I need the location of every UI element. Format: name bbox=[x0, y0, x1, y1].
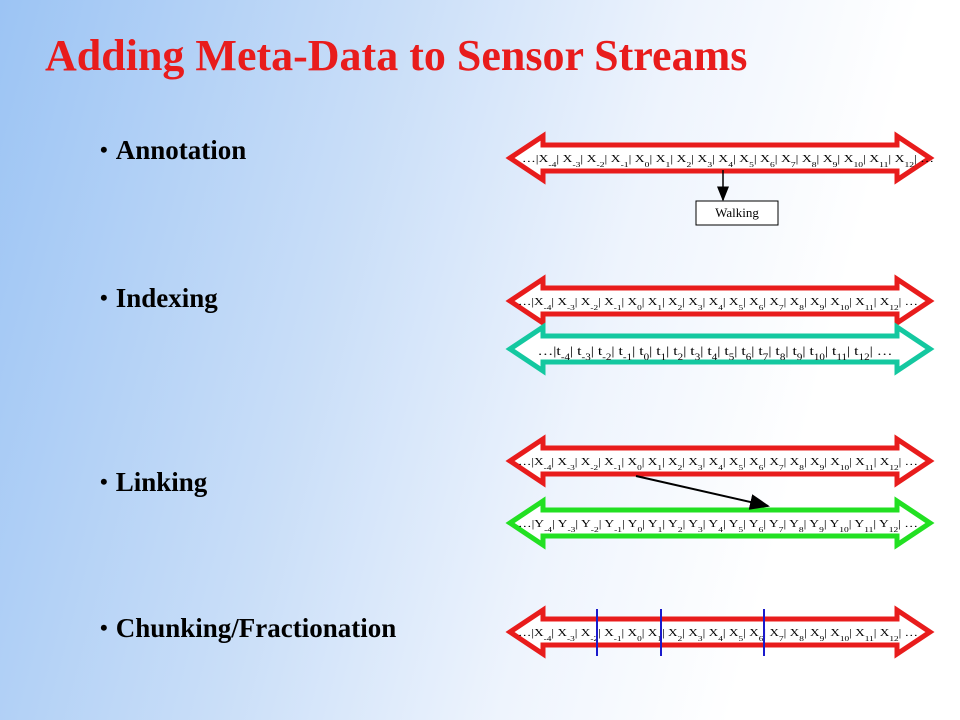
stream-arrow-y bbox=[505, 496, 935, 550]
annotation-tag: Walking bbox=[715, 205, 759, 220]
stream-arrow-x bbox=[505, 434, 935, 488]
stream-cells-text: …|t-4| t-3| t-2| t-1| t0| t1| t2| t3| t4… bbox=[538, 343, 893, 362]
stream-arrow-x bbox=[505, 274, 935, 328]
bullet-linking: • Linking bbox=[100, 467, 207, 498]
bullet-chunking: • Chunking/Fractionation bbox=[100, 613, 396, 644]
bullet-dot-icon: • bbox=[100, 137, 108, 162]
stream-cells: …|t-4| t-3| t-2| t-1| t0| t1| t2| t3| t4… bbox=[538, 343, 893, 362]
slide-title: Adding Meta-Data to Sensor Streams bbox=[45, 31, 748, 80]
bullet-label: Chunking/Fractionation bbox=[115, 613, 397, 643]
bullet-annotation: • Annotation bbox=[100, 135, 246, 166]
bullet-dot-icon: • bbox=[100, 615, 108, 640]
bullet-label: Linking bbox=[115, 467, 208, 497]
bullet-label: Annotation bbox=[115, 135, 247, 165]
stream-arrow-x bbox=[505, 605, 935, 659]
bullet-indexing: • Indexing bbox=[100, 283, 218, 314]
bullet-dot-icon: • bbox=[100, 469, 108, 494]
annotation-tag-box bbox=[695, 200, 779, 226]
stream-arrow-x bbox=[505, 131, 935, 185]
bullet-label: Indexing bbox=[115, 283, 218, 313]
bullet-dot-icon: • bbox=[100, 285, 108, 310]
stream-arrow-t bbox=[505, 322, 935, 376]
link-arrow bbox=[635, 475, 770, 510]
